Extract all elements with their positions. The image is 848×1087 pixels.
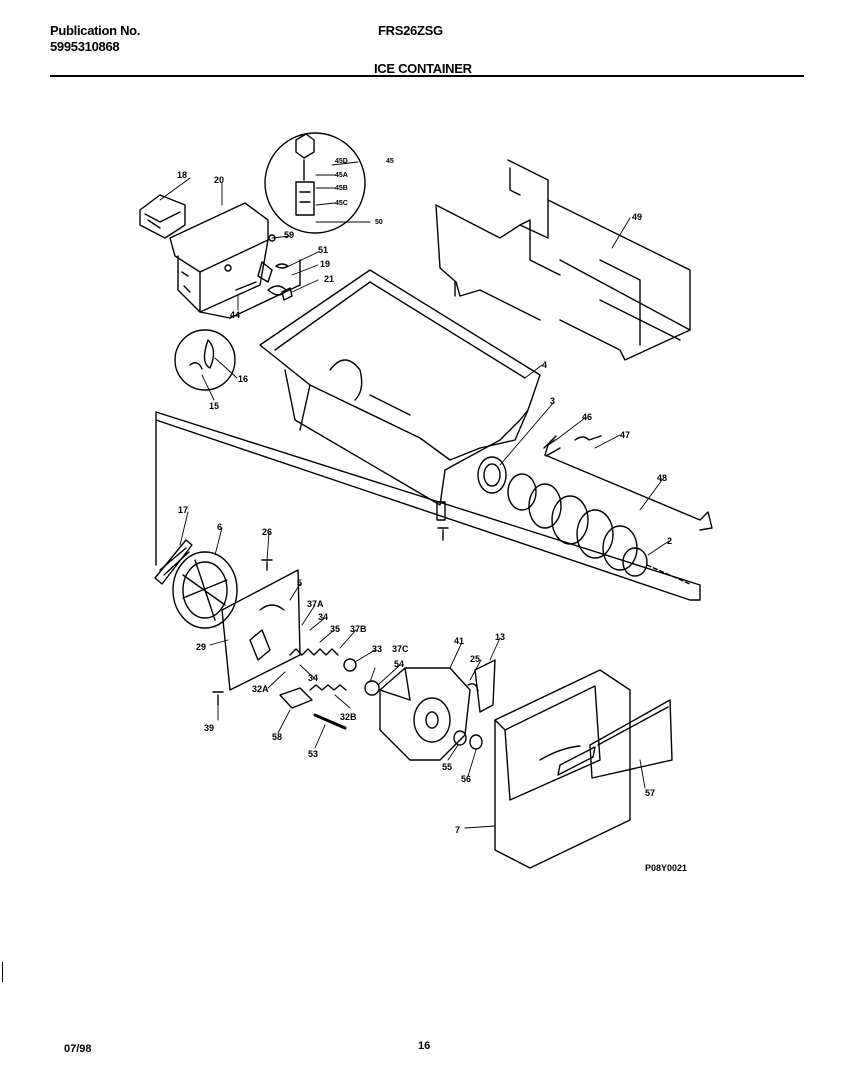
label-37A: 37A xyxy=(307,599,324,609)
label-54: 54 xyxy=(394,659,404,669)
label-37B: 37B xyxy=(350,624,367,634)
spring-34 xyxy=(289,648,339,656)
label-25: 25 xyxy=(470,654,480,664)
footer-date: 07/98 xyxy=(64,1043,92,1055)
spring-16 xyxy=(189,339,215,370)
part-47 xyxy=(574,435,602,441)
part-54 xyxy=(364,680,380,696)
part-58 xyxy=(279,687,313,709)
label-45: 45 xyxy=(386,158,394,165)
label-5: 5 xyxy=(297,578,302,588)
motor-41 xyxy=(379,667,471,761)
rod-48 xyxy=(544,439,713,531)
scan-edge-mark xyxy=(2,962,3,982)
flap-57 xyxy=(589,699,673,779)
publication-number: 5995310868 xyxy=(50,39,120,54)
leader-lines xyxy=(159,161,670,829)
label-55: 55 xyxy=(442,762,452,772)
label-34-a: 34 xyxy=(318,612,328,622)
label-7: 7 xyxy=(455,825,460,835)
detail-circle-45 xyxy=(264,132,366,234)
label-34-b: 34 xyxy=(308,673,318,683)
label-37C: 37C xyxy=(392,644,409,654)
label-2: 2 xyxy=(667,536,672,546)
switch-assembly-45 xyxy=(295,133,315,216)
label-18: 18 xyxy=(177,170,187,180)
label-33: 33 xyxy=(372,644,382,654)
label-47: 47 xyxy=(620,430,630,440)
label-20: 20 xyxy=(214,175,224,185)
bracket-hardware xyxy=(224,234,293,301)
part-33 xyxy=(343,658,357,672)
screw-26 xyxy=(261,559,273,571)
spring-32B xyxy=(309,684,347,691)
part-53 xyxy=(313,713,347,730)
section-title: ICE CONTAINER xyxy=(374,61,472,76)
rear-cover-49 xyxy=(435,159,691,361)
part-46 xyxy=(543,435,561,457)
label-53: 53 xyxy=(308,749,318,759)
part-13 xyxy=(474,659,496,713)
label-4: 4 xyxy=(542,360,547,370)
part-55 xyxy=(453,730,467,746)
label-57: 57 xyxy=(645,788,655,798)
clip-part-18 xyxy=(139,194,186,239)
screw-39 xyxy=(212,691,224,706)
label-45D: 45D xyxy=(335,158,348,165)
frame-line xyxy=(155,411,701,601)
label-48: 48 xyxy=(657,473,667,483)
label-32B: 32B xyxy=(340,712,357,722)
screw-bin xyxy=(437,527,449,541)
label-32A: 32A xyxy=(252,684,269,694)
label-29: 29 xyxy=(196,642,206,652)
label-44: 44 xyxy=(230,310,240,320)
label-59: 59 xyxy=(284,230,294,240)
label-45C: 45C xyxy=(335,200,348,207)
label-3: 3 xyxy=(550,396,555,406)
ice-bin-4 xyxy=(259,269,541,521)
label-49: 49 xyxy=(632,212,642,222)
label-13: 13 xyxy=(495,632,505,642)
label-51: 51 xyxy=(318,245,328,255)
auger-6 xyxy=(172,551,238,629)
auger-coil-2 xyxy=(507,473,691,585)
motor-bracket-assembly xyxy=(169,202,301,319)
housing-plate-5 xyxy=(221,569,301,691)
blade-17 xyxy=(154,539,193,585)
model-number: FRS26ZSG xyxy=(378,23,443,38)
label-17: 17 xyxy=(178,505,188,515)
page-number: 16 xyxy=(418,1040,431,1052)
label-6: 6 xyxy=(217,522,222,532)
label-50: 50 xyxy=(375,219,383,226)
label-21: 21 xyxy=(324,274,334,284)
label-19: 19 xyxy=(320,259,330,269)
label-56: 56 xyxy=(461,774,471,784)
label-35: 35 xyxy=(330,624,340,634)
detail-circle-15-16 xyxy=(174,329,236,391)
label-45B: 45B xyxy=(335,185,348,192)
label-41: 41 xyxy=(454,636,464,646)
label-46: 46 xyxy=(582,412,592,422)
publication-label: Publication No. xyxy=(50,23,141,38)
ring-3 xyxy=(477,456,507,494)
label-45A: 45A xyxy=(335,172,348,179)
label-58: 58 xyxy=(272,732,282,742)
label-26: 26 xyxy=(262,527,272,537)
label-16: 16 xyxy=(238,374,248,384)
label-15: 15 xyxy=(209,401,219,411)
label-39: 39 xyxy=(204,723,214,733)
part-56 xyxy=(469,734,483,750)
header-rule xyxy=(50,75,804,77)
dispenser-cover-7 xyxy=(494,669,631,869)
figure-code: P08Y0021 xyxy=(645,863,687,873)
